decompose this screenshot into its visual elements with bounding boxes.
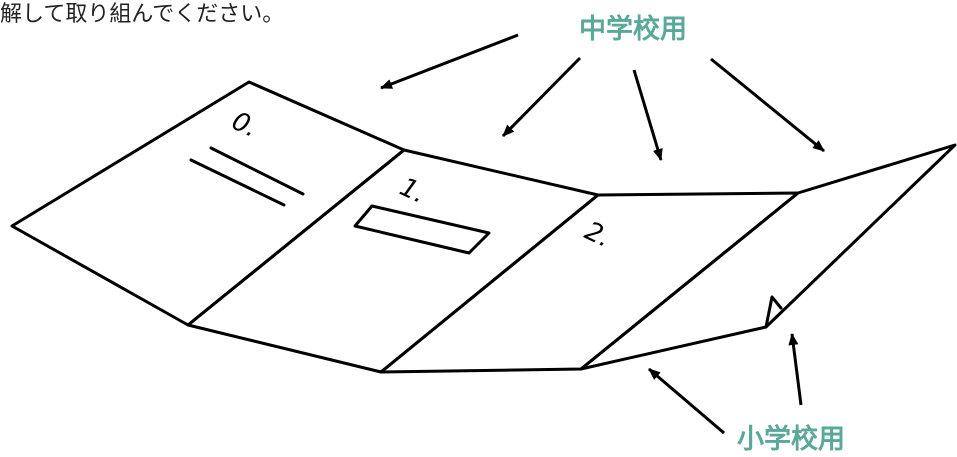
arrow-elementary-1 xyxy=(648,367,725,435)
right-flap xyxy=(579,143,957,371)
arrow-elementary-2 xyxy=(788,333,803,406)
middle-school-label: 中学校用 xyxy=(579,14,687,45)
panel-0-line-1 xyxy=(209,146,305,196)
arrow-middle-4 xyxy=(710,57,825,153)
elementary-school-label: 小学校用 xyxy=(737,424,845,455)
panel-1 xyxy=(186,148,600,374)
arrow-middle-3 xyxy=(632,69,663,161)
panel-1-rectangle xyxy=(353,204,491,255)
pocket-corner xyxy=(764,295,783,329)
panel-0 xyxy=(10,80,406,327)
panel-number-2: 2. xyxy=(580,216,615,254)
panel-0-line-2 xyxy=(189,158,286,207)
panel-number-0: 0. xyxy=(227,106,262,144)
intro-text: 解して取り組んでください。 xyxy=(0,2,285,27)
panel-2 xyxy=(379,191,800,374)
arrow-middle-2 xyxy=(501,56,582,138)
arrow-middle-1 xyxy=(380,33,519,90)
panel-number-1: 1. xyxy=(395,172,430,210)
